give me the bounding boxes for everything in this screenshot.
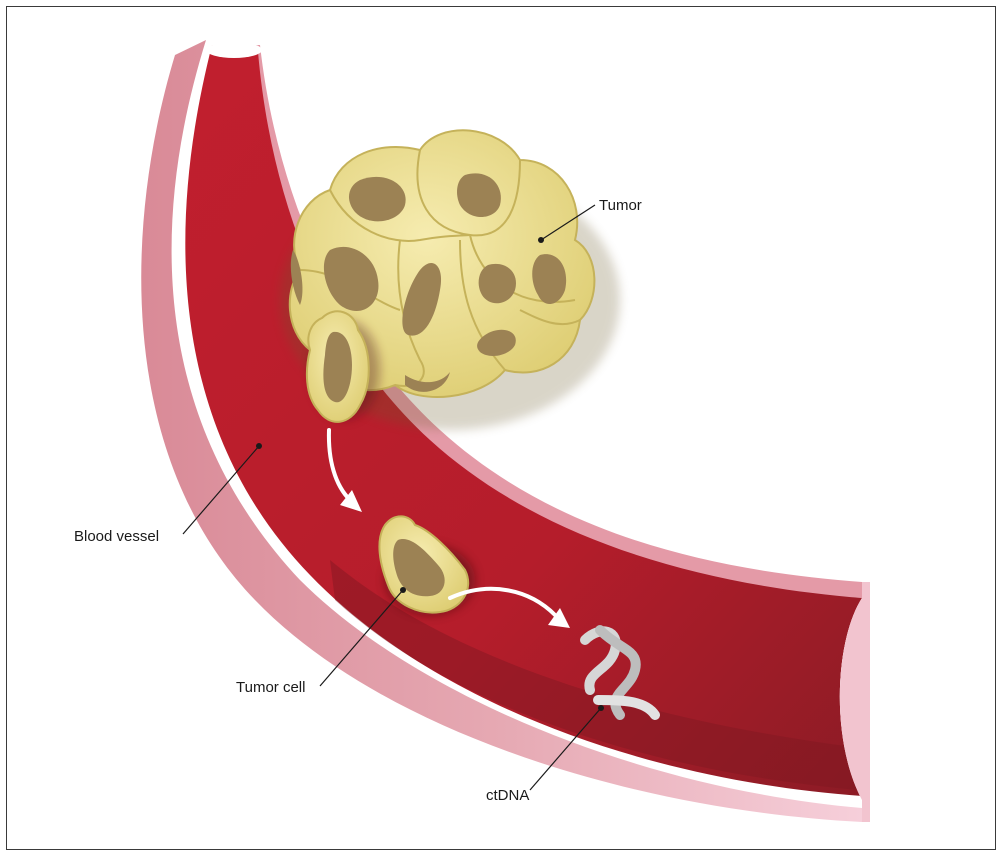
label-ctdna: ctDNA [486, 787, 529, 804]
label-blood-vessel: Blood vessel [74, 528, 159, 545]
vessel-opening-top [206, 42, 262, 58]
label-tumor: Tumor [599, 197, 642, 214]
label-tumor-cell: Tumor cell [236, 679, 305, 696]
